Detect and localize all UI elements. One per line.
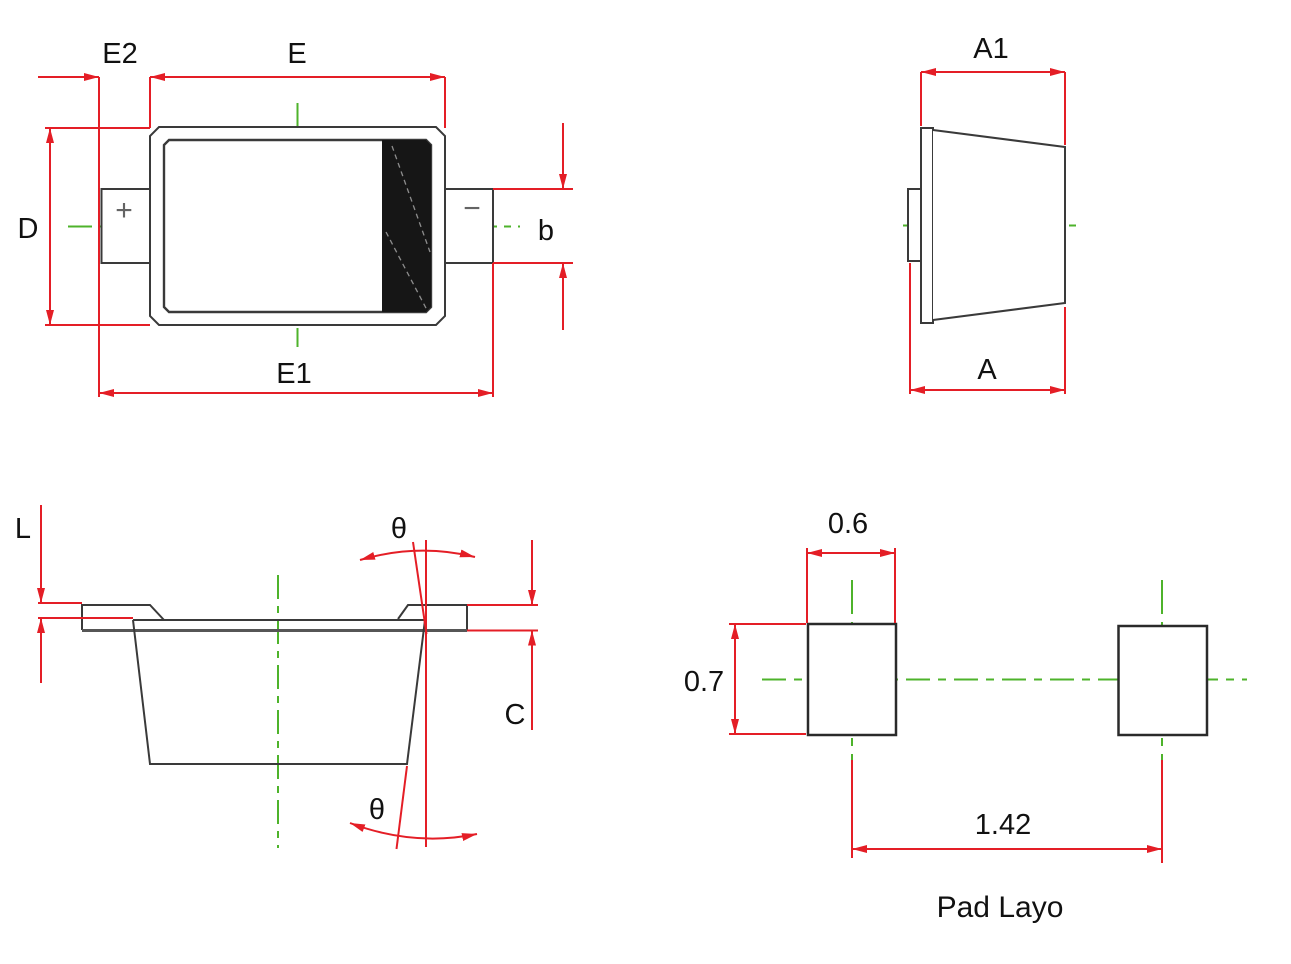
- label-pad-pitch: 1.42: [975, 809, 1031, 841]
- anode-lead: [100, 188, 151, 264]
- label-c: C: [505, 699, 526, 731]
- label-l: L: [15, 513, 31, 545]
- body-flange: [920, 127, 934, 324]
- dim-d-extension-lines: [45, 127, 150, 326]
- anode-polarity-mark: +: [115, 194, 133, 227]
- label-a1: A1: [973, 33, 1008, 65]
- label-e: E: [287, 38, 306, 70]
- dim-c: C: [467, 540, 538, 731]
- top-view: + − E2 E D b E: [18, 38, 573, 397]
- theta-bottom-arc: [349, 822, 478, 841]
- dim-pad-pitch-extension-lines: [851, 760, 1163, 863]
- dim-pad-width: 0.6: [806, 508, 896, 623]
- dim-a-extension-lines: [909, 263, 1066, 394]
- body-trapezoid-outline: [132, 619, 426, 765]
- cathode-polarity-mark: −: [463, 192, 481, 225]
- front-view: L θ C θ: [15, 505, 538, 850]
- pad-layout-view: 0.6 0.7 1.42 Pad Layo: [684, 508, 1247, 924]
- dim-e2-extension-lines: [98, 77, 151, 397]
- label-a: A: [977, 354, 997, 386]
- label-pad-height: 0.7: [684, 666, 724, 698]
- dim-e1: E1: [99, 263, 494, 397]
- left-pad: [806, 622, 898, 737]
- dim-pad-height: 0.7: [684, 623, 806, 735]
- dim-a1: A1: [920, 33, 1066, 145]
- label-pad-width: 0.6: [828, 508, 868, 540]
- dim-e: E: [150, 38, 446, 128]
- dim-c-extension-lines: [467, 604, 538, 632]
- dim-b: b: [493, 123, 573, 330]
- dim-d: D: [18, 127, 150, 326]
- dim-e2: E2: [38, 38, 151, 397]
- cathode-lead: [444, 188, 494, 264]
- label-theta-top: θ: [391, 513, 407, 545]
- body-taper-outline: [932, 129, 1066, 321]
- label-d: D: [18, 213, 39, 245]
- dim-l-extension-lines: [38, 602, 133, 619]
- label-e2: E2: [102, 38, 137, 70]
- dim-b-extension-lines: [493, 188, 573, 264]
- theta-top-arc: [359, 549, 476, 561]
- cathode-band: [382, 140, 431, 312]
- dim-pad-pitch: 1.42: [851, 760, 1163, 863]
- dim-pad-width-extension-lines: [806, 548, 896, 623]
- dim-theta-top: θ: [359, 513, 476, 847]
- lead-tab: [907, 188, 922, 262]
- dim-l: L: [15, 505, 133, 683]
- right-pad: [1117, 624, 1209, 737]
- dim-a1-extension-lines: [920, 72, 1066, 145]
- label-b: b: [538, 215, 554, 247]
- dim-theta-bottom: θ: [349, 765, 478, 850]
- dim-a: A: [909, 263, 1066, 394]
- side-view: A1 A: [903, 33, 1083, 394]
- lead-feet-outline: [81, 604, 468, 630]
- cathode-band-hatching: [385, 145, 431, 311]
- pad-centerlines-vertical: [851, 580, 1163, 760]
- label-e1: E1: [276, 358, 311, 390]
- pad-layout-caption: Pad Layo: [937, 891, 1064, 924]
- dim-pad-height-extension-lines: [729, 623, 806, 735]
- label-theta-bottom: θ: [369, 794, 385, 826]
